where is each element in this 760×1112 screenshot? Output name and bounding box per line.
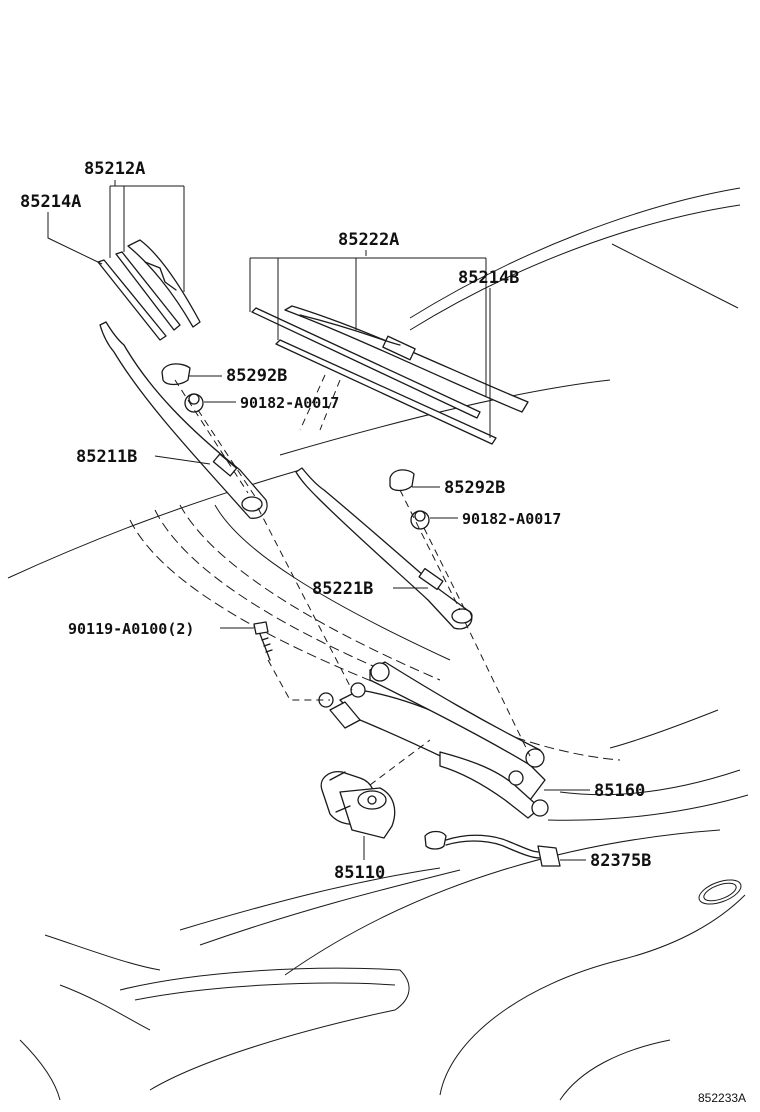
left-blade-insert xyxy=(97,259,167,341)
leader-lines xyxy=(47,180,590,861)
callout-85222a: 85222A xyxy=(338,230,399,250)
mounting-bolt xyxy=(253,621,273,661)
wiper-link-assembly xyxy=(318,661,549,819)
figure-id: 852233A xyxy=(698,1091,746,1105)
callout-85292b-upper: 85292B xyxy=(226,366,287,386)
callout-85110: 85110 xyxy=(334,863,385,883)
left-wiper-arm xyxy=(99,321,268,519)
wiper-motor xyxy=(320,771,396,839)
callout-85211b: 85211B xyxy=(76,447,137,467)
vehicle-body-outline xyxy=(7,187,749,1101)
upper-nut xyxy=(184,393,204,413)
callout-85292b-lower: 85292B xyxy=(444,478,505,498)
right-wiper-blade-group xyxy=(251,305,529,445)
right-blade-insert xyxy=(251,307,481,419)
right-wiper-arm xyxy=(295,467,473,630)
washer-hose xyxy=(424,830,561,867)
callout-85214a: 85214A xyxy=(20,192,81,212)
right-blade-rubber xyxy=(275,339,497,445)
assembly-guide-lines xyxy=(174,374,531,786)
left-wiper-blade-group xyxy=(97,239,201,341)
callout-90182-upper: 90182-A0017 xyxy=(240,394,339,412)
callout-90119: 90119-A0100(2) xyxy=(68,620,194,638)
callout-85160: 85160 xyxy=(594,781,645,801)
lower-cap xyxy=(389,469,415,492)
lower-nut xyxy=(410,510,430,530)
callout-85212a: 85212A xyxy=(84,159,145,179)
callout-90182-lower: 90182-A0017 xyxy=(462,510,561,528)
callout-labels: 85212A 85214A 85222A 85214B 85292B 90182… xyxy=(20,159,746,1105)
callout-85214b: 85214B xyxy=(458,268,519,288)
left-blade-rubber xyxy=(115,251,181,331)
callout-82375b: 82375B xyxy=(590,851,651,871)
right-blade-frame xyxy=(284,305,529,413)
upper-cap xyxy=(161,363,191,386)
callout-85221b: 85221B xyxy=(312,579,373,599)
